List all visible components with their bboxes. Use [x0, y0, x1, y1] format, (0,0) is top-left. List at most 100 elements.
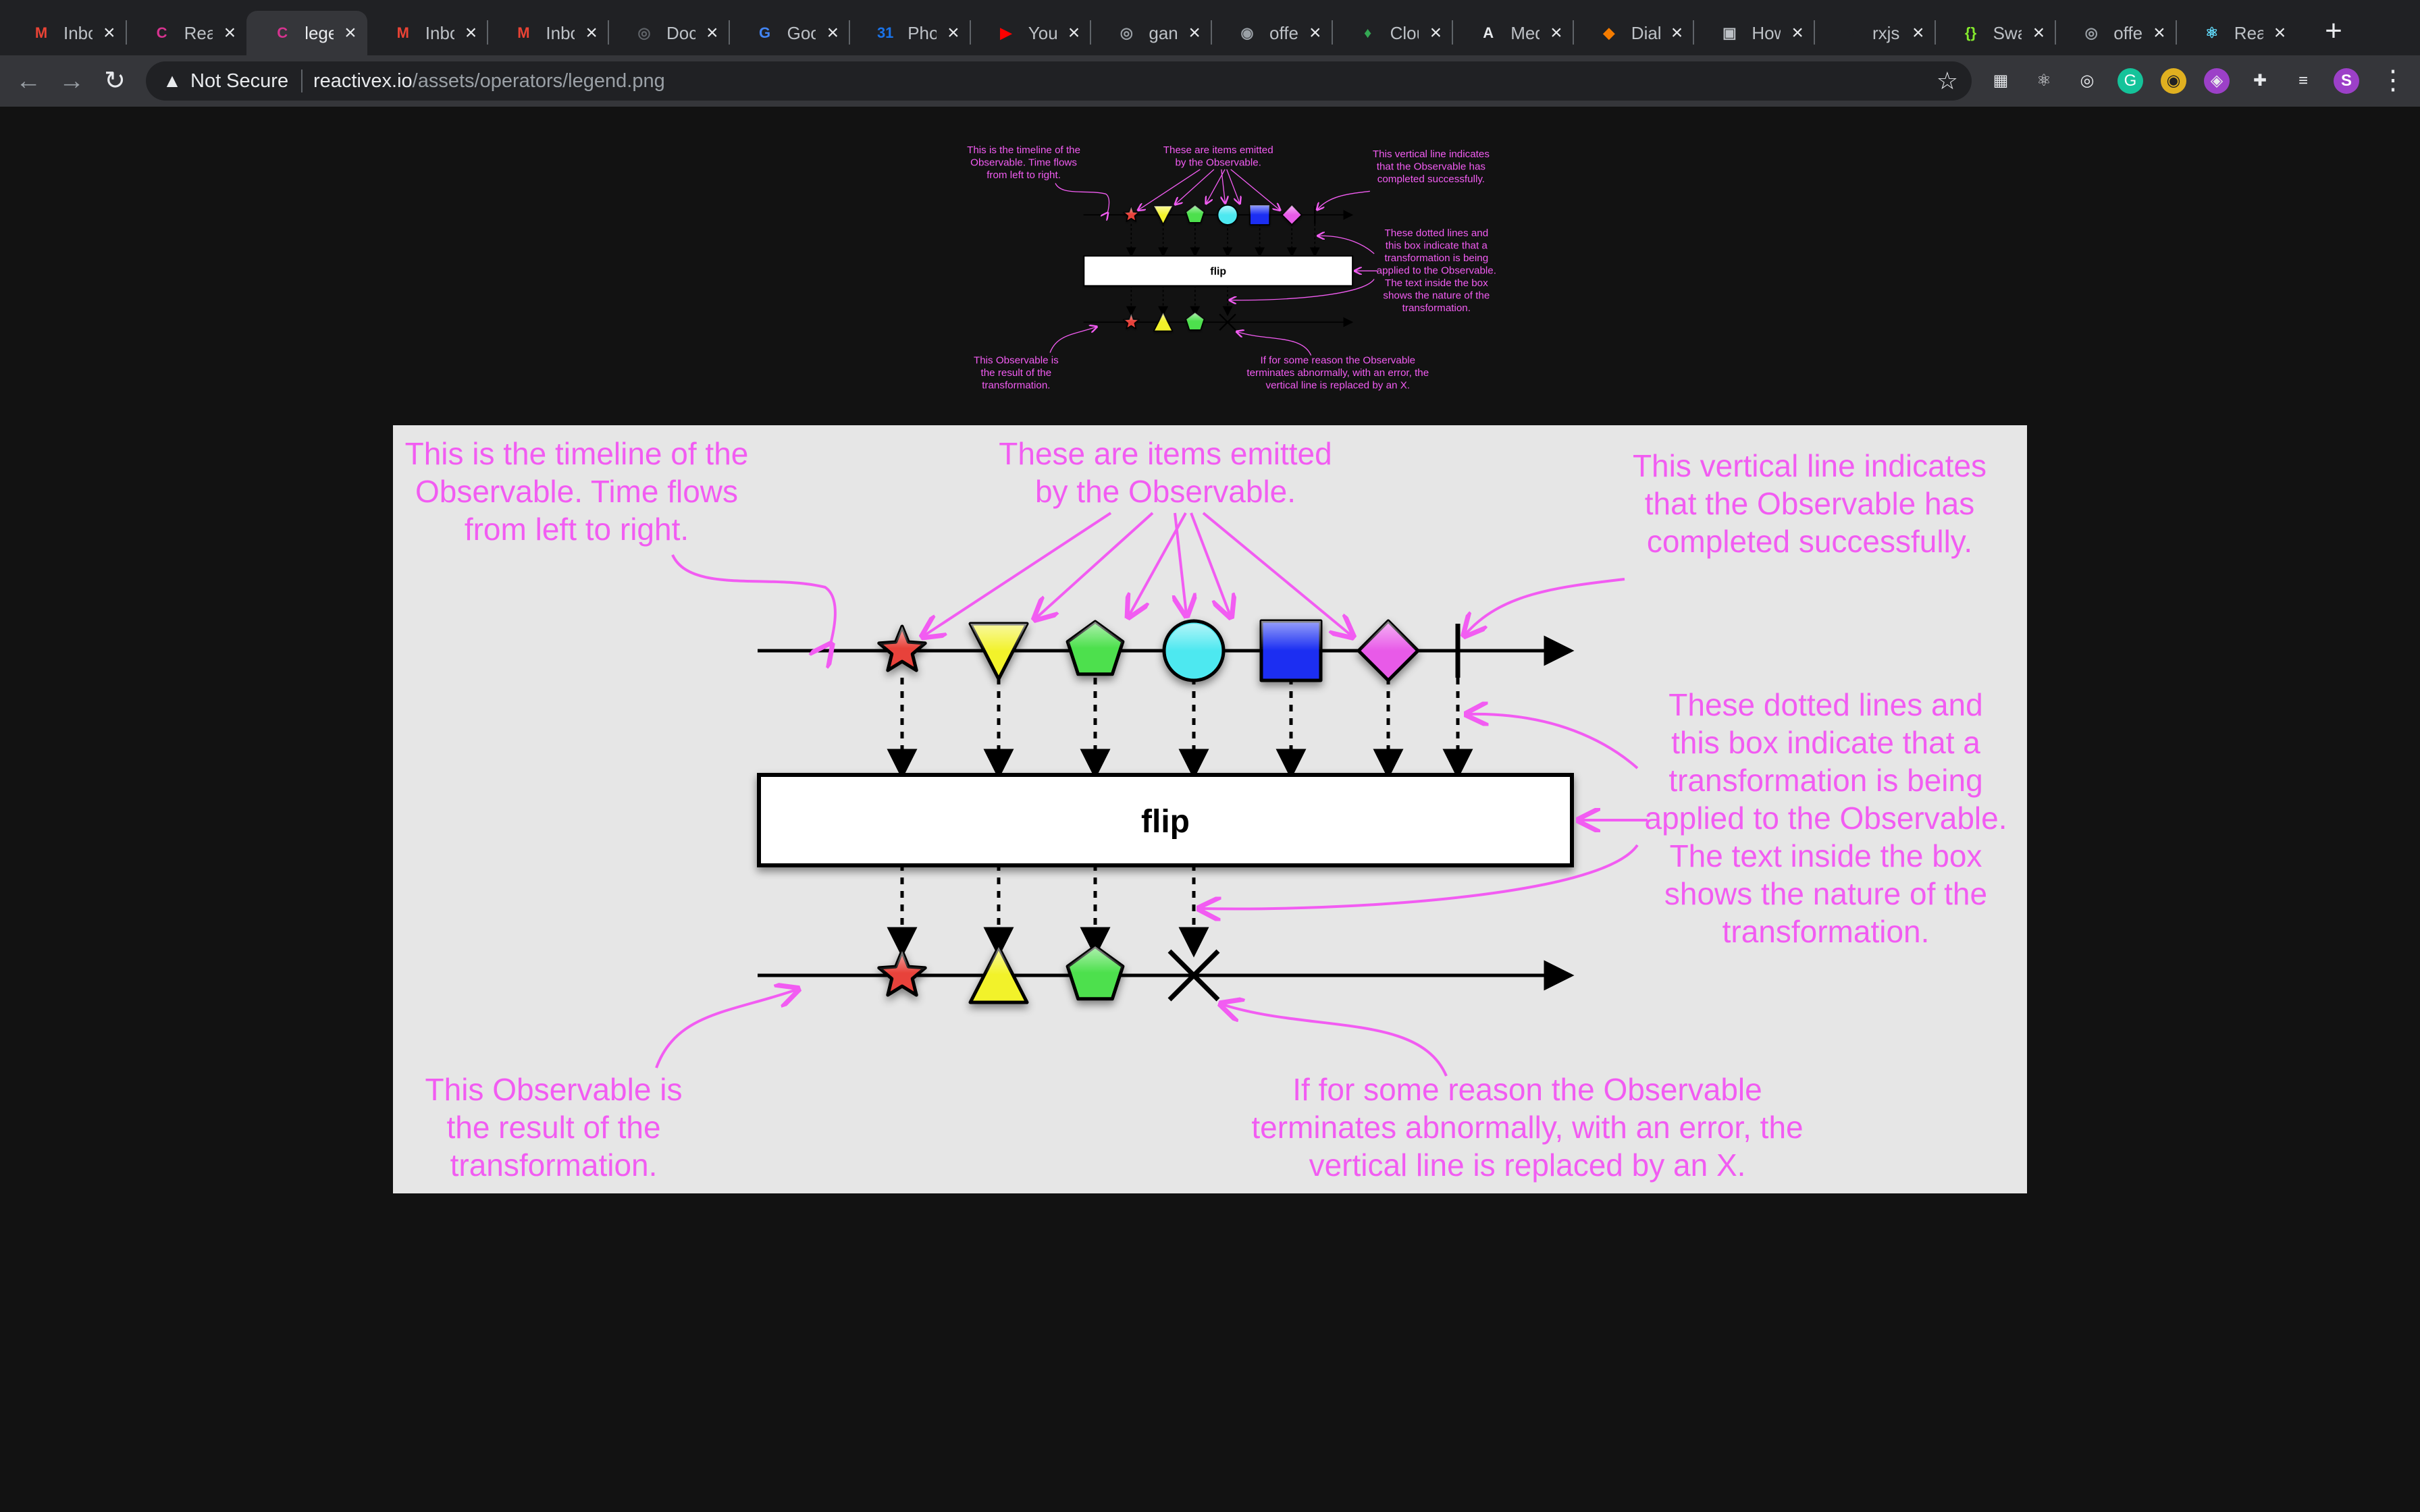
marble-gloss [1359, 621, 1418, 680]
timeline-arrow [1055, 183, 1110, 213]
tab-title: ReactiveX [184, 22, 213, 43]
url-path: /assets/operators/legend.png [412, 70, 665, 92]
tab-title: Docs [666, 22, 695, 43]
error-arrow [1222, 1004, 1448, 1077]
tab-6[interactable]: GGoogle Translate× [729, 11, 850, 55]
menu-dots-icon[interactable]: ⋮ [2379, 65, 2406, 95]
close-icon[interactable]: × [1068, 22, 1080, 44]
transform-arrow [1201, 844, 1639, 909]
record-icon[interactable]: ◎ [2080, 72, 2095, 90]
annotation-transform: transformation is being [1385, 252, 1489, 264]
tab-4[interactable]: MInbox× [488, 11, 608, 55]
tab-title: Inbox [425, 22, 454, 43]
close-icon[interactable]: × [1188, 22, 1201, 44]
tab-1[interactable]: C ReactiveX × [126, 11, 247, 55]
close-icon[interactable]: × [706, 22, 718, 44]
close-icon[interactable]: × [1671, 22, 1683, 44]
new-tab-button[interactable]: + [2325, 14, 2342, 47]
tab-0[interactable]: MInbox× [5, 11, 126, 55]
close-icon[interactable]: × [947, 22, 959, 44]
reload-icon[interactable]: ↻ [104, 67, 126, 95]
annotation-error: terminates abnormally, with an error, th… [1251, 1110, 1803, 1145]
marble-gloss [970, 624, 1027, 679]
extension-purple-icon[interactable]: ◈ [2204, 68, 2230, 94]
tab-18[interactable]: ⚛React× [2176, 11, 2297, 55]
annotation-completed: completed successfully. [1377, 173, 1485, 185]
tab-15[interactable]: ◐rxjs× [1814, 11, 1935, 55]
close-icon[interactable]: × [103, 22, 115, 44]
operator-box [757, 773, 1574, 867]
annotation-timeline: This is the timeline of the [405, 436, 749, 471]
tab-11[interactable]: ♦ Cloud × [1332, 11, 1453, 55]
tab-5[interactable]: ◎Docs× [608, 11, 729, 55]
url-text[interactable]: reactivex.io/assets/operators/legend.png [313, 70, 665, 92]
tab-separator [1331, 20, 1333, 45]
profile-avatar[interactable]: S [2334, 68, 2359, 94]
annotation-timeline: from left to right. [465, 512, 689, 547]
input-item [1066, 620, 1125, 676]
close-icon[interactable]: × [465, 22, 477, 44]
close-icon[interactable]: × [1912, 22, 1924, 44]
extension-coin-icon[interactable]: ◉ [2161, 68, 2186, 94]
calendar-icon: 31 [876, 24, 894, 41]
annotation-completed: that the Observable has [1377, 161, 1486, 173]
security-label[interactable]: Not Secure [190, 70, 289, 92]
forward-arrow-icon[interactable]: → [59, 67, 84, 95]
input-item [1123, 206, 1140, 222]
grammarly-icon[interactable]: G [2118, 68, 2143, 94]
tab-2[interactable]: Clegend.png× [246, 11, 367, 55]
qr-code-icon[interactable]: ▦ [1993, 72, 2009, 90]
close-icon[interactable]: × [585, 22, 598, 44]
completion-arrow [1465, 578, 1625, 634]
annotation-result: transformation. [450, 1148, 658, 1183]
tab-strip: MInbox×CReactiveX×Clegend.png×MInbox×MIn… [0, 0, 2420, 55]
annotation-transform: These dotted lines and [1668, 687, 1982, 722]
tab-7[interactable]: 31Photos× [849, 11, 970, 55]
close-icon[interactable]: × [1309, 22, 1321, 44]
close-icon[interactable]: × [1429, 22, 1442, 44]
close-icon[interactable]: × [1791, 22, 1804, 44]
react-devtools-icon[interactable]: ⚛ [2036, 72, 2051, 90]
tab-separator [1572, 20, 1574, 45]
close-icon[interactable]: × [2032, 22, 2045, 44]
annotation-result: the result of the [980, 367, 1051, 379]
browser-toolbar: ← → ↻ ▲ Not Secure reactivex.io/assets/o… [0, 55, 2420, 107]
gmail-icon: M [396, 24, 409, 41]
tab-title: Cloud [1390, 22, 1419, 43]
media-queue-icon[interactable]: ≡ [2298, 72, 2308, 90]
reactivex-icon: C [277, 24, 288, 41]
annotation-items: by the Observable. [1175, 157, 1261, 169]
tab-17[interactable]: ◎offer× [2055, 11, 2176, 55]
warning-icon[interactable]: ▲ [163, 70, 182, 91]
puzzle-piece-icon[interactable]: ✚ [2253, 72, 2267, 90]
back-arrow-icon[interactable]: ← [16, 67, 41, 95]
close-icon[interactable]: × [1550, 22, 1562, 44]
tab-10[interactable]: ◉offer× [1211, 11, 1332, 55]
leaf-icon: ♦ [1363, 24, 1372, 41]
close-icon[interactable]: × [826, 22, 839, 44]
bookmark-star-icon[interactable]: ☆ [1936, 67, 1958, 94]
operator-label: flip [1210, 266, 1226, 277]
tab-9[interactable]: ◎ganache× [1090, 11, 1211, 55]
tab-16[interactable]: {}Swagger× [1935, 11, 2056, 55]
tab-title: YouTube [1028, 22, 1057, 43]
annotation-transform: this box indicate that a [1386, 240, 1488, 252]
close-icon[interactable]: × [223, 22, 236, 44]
close-icon[interactable]: × [2153, 22, 2165, 44]
tab-8[interactable]: ▶YouTube× [970, 11, 1091, 55]
tab-13[interactable]: ◆Dialog× [1573, 11, 1694, 55]
tab-title: React [2234, 22, 2263, 43]
close-icon[interactable]: × [2273, 22, 2286, 44]
tab-3[interactable]: M Inbox × [367, 11, 488, 55]
address-bar[interactable]: ▲ Not Secure reactivex.io/assets/operato… [146, 61, 1972, 101]
item-arrow [1202, 512, 1352, 636]
globe-icon: ◎ [2084, 24, 2098, 41]
tab-separator [1814, 20, 1815, 45]
close-icon[interactable]: × [344, 22, 357, 44]
tab-14[interactable]: ▣How to× [1693, 11, 1814, 55]
gmail-icon: M [517, 24, 530, 41]
tab-12[interactable]: AMedium× [1452, 11, 1573, 55]
reactivex-icon: C [156, 24, 167, 41]
